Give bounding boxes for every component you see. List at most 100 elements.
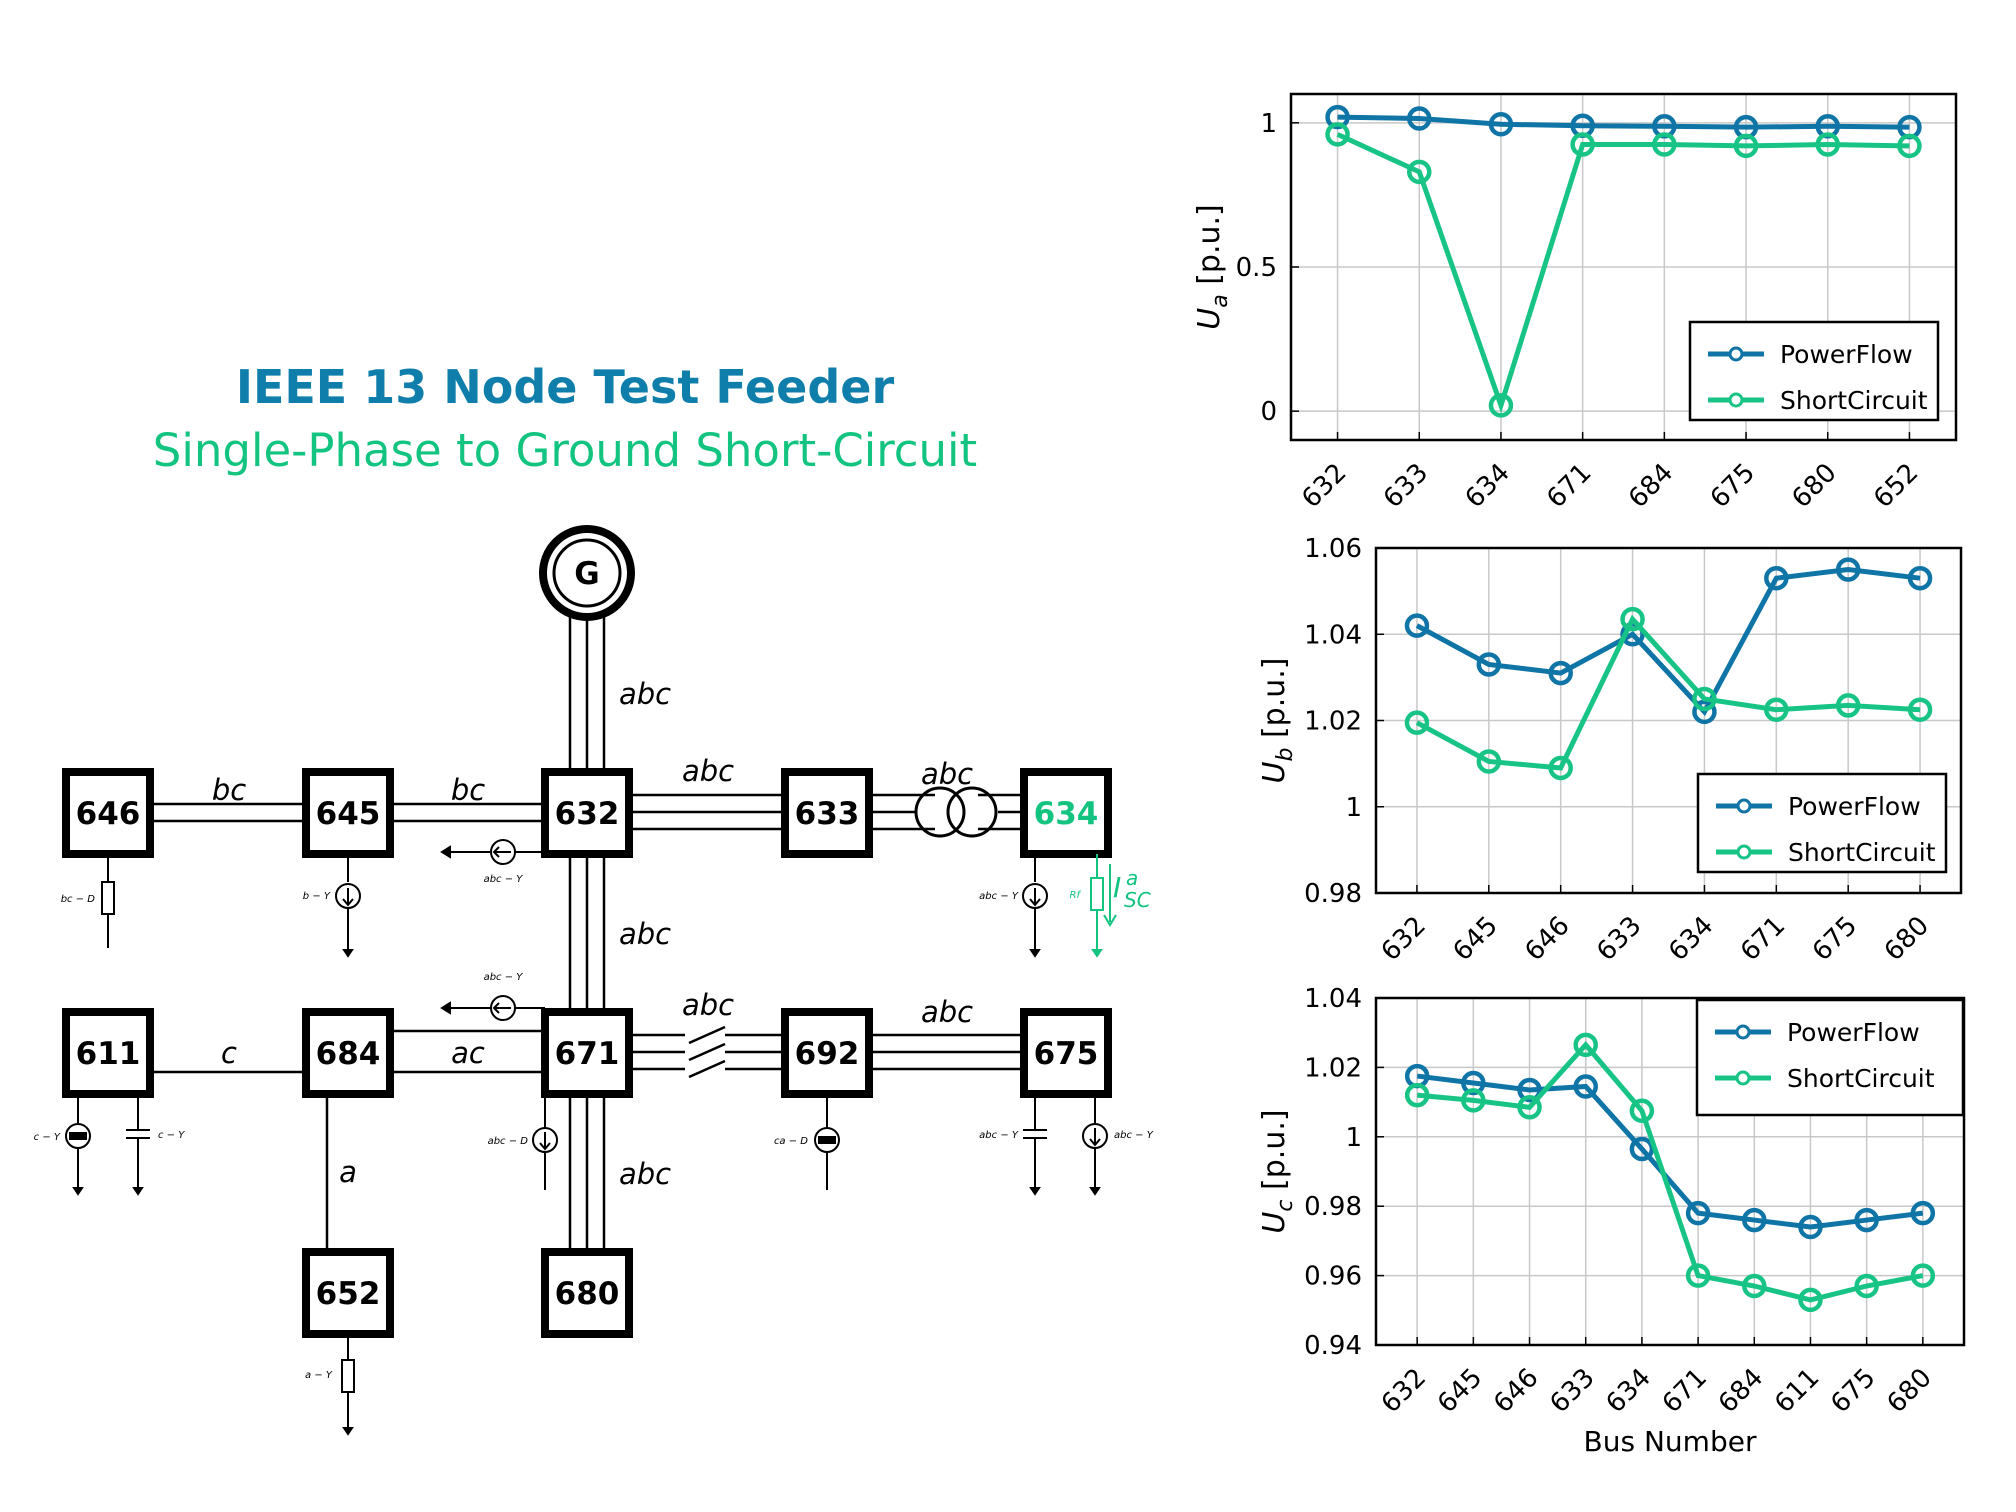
- legend-label: PowerFlow: [1788, 792, 1921, 821]
- bus-680: 680: [541, 1248, 633, 1338]
- y-axis-label: Ub [p.u.]: [1257, 657, 1298, 783]
- data-point: [1404, 1082, 1430, 1108]
- plot-frame: [1374, 996, 1966, 1347]
- data-point: [1815, 132, 1840, 157]
- y-tick-label: 1.04: [1304, 984, 1362, 1014]
- series-line-ShortCircuit: [1416, 1041, 1924, 1303]
- x-tick-label: 680: [1879, 911, 1935, 967]
- y-tick-label: 0.94: [1304, 1331, 1362, 1361]
- page-title: IEEE 13 Node Test Feeder: [235, 360, 895, 414]
- data-point: [1573, 1032, 1598, 1058]
- transformer: [914, 786, 998, 838]
- data-point: [1461, 1088, 1486, 1113]
- svg-text:a: a: [1126, 866, 1138, 890]
- x-tick-label: 645: [1432, 1363, 1488, 1419]
- svg-text:abc − D: abc − D: [488, 1136, 529, 1147]
- data-point: [1854, 1207, 1879, 1233]
- bus-684: 684: [302, 1008, 394, 1098]
- x-tick-label: 633: [1544, 1363, 1600, 1419]
- svg-text:671: 671: [555, 1036, 620, 1072]
- x-tick-label: 675: [1807, 911, 1863, 967]
- x-tick-label: 633: [1591, 911, 1647, 967]
- svg-text:675: 675: [1034, 1036, 1099, 1072]
- svg-text:abc − Y: abc − Y: [484, 972, 524, 983]
- svg-text:abc: abc: [619, 917, 671, 951]
- data-point: [1517, 1077, 1542, 1103]
- x-tick-label: 684: [1623, 458, 1679, 514]
- svg-text:c − Y: c − Y: [34, 1132, 61, 1143]
- x-tick-label: 632: [1376, 911, 1432, 967]
- svg-text:abc: abc: [921, 995, 973, 1029]
- x-tick-label: 633: [1378, 458, 1434, 514]
- page-subtitle: Single-Phase to Ground Short-Circuit: [152, 424, 978, 477]
- y-tick-label: 0.96: [1304, 1262, 1362, 1292]
- y-axis-label: Ua [p.u.]: [1192, 204, 1233, 330]
- feeder-lines: [150, 617, 1024, 1248]
- data-point: [1573, 1074, 1598, 1099]
- data-point: [1685, 1263, 1711, 1288]
- bus-611: 611: [62, 1008, 154, 1098]
- data-point: [1325, 104, 1350, 130]
- data-point: [1692, 686, 1717, 712]
- bus-634-faulted: 634: [1020, 768, 1112, 858]
- data-point: [1835, 693, 1861, 718]
- svg-text:bc: bc: [212, 773, 246, 807]
- svg-text:ca − D: ca − D: [774, 1136, 808, 1147]
- data-point: [1548, 755, 1573, 781]
- fault-current-label: I a SC: [1113, 866, 1151, 912]
- svg-text:692: 692: [795, 1036, 860, 1072]
- bus-675: 675: [1020, 1008, 1112, 1098]
- svg-text:633: 633: [795, 796, 860, 832]
- data-point: [1910, 1263, 1936, 1288]
- y-tick-label: 1: [1345, 1123, 1362, 1153]
- data-point: [1835, 557, 1861, 582]
- svg-text:a: a: [339, 1155, 357, 1189]
- data-point: [1476, 749, 1502, 774]
- svg-text:c − Y: c − Y: [158, 1130, 185, 1141]
- y-tick-label: 1.06: [1304, 534, 1362, 564]
- svg-text:c: c: [221, 1036, 237, 1070]
- generator: G: [539, 525, 635, 621]
- series-line-PowerFlow: [1416, 1073, 1924, 1230]
- data-point: [1742, 1273, 1767, 1299]
- svg-text:611: 611: [76, 1036, 141, 1072]
- data-point: [1629, 1098, 1655, 1124]
- y-tick-label: 1.02: [1304, 1053, 1362, 1083]
- svg-text:I: I: [1113, 871, 1121, 904]
- x-tick-label: 680: [1881, 1363, 1937, 1419]
- svg-text:b − Y: b − Y: [303, 891, 331, 902]
- plot-frame: [1374, 546, 1963, 895]
- load-labels: bc − D b − Y abc − Y abc − Y abc − Y c −…: [34, 874, 1154, 1381]
- x-tick-label: 680: [1786, 458, 1842, 514]
- legend-label: ShortCircuit: [1780, 386, 1928, 415]
- y-tick-label: 0.98: [1304, 879, 1362, 909]
- x-tick-label: 675: [1825, 1363, 1881, 1419]
- legend-label: ShortCircuit: [1787, 1064, 1935, 1093]
- svg-text:646: 646: [76, 796, 141, 832]
- x-axis-label: Bus Number: [1584, 1425, 1757, 1458]
- line-labels: bc bc abc abc abc abc abc c ac abc abc a: [212, 677, 973, 1191]
- x-tick-label: 675: [1705, 458, 1761, 514]
- data-point: [1325, 122, 1350, 147]
- x-tick-label: 684: [1713, 1363, 1769, 1419]
- x-tick-label: 671: [1541, 458, 1597, 514]
- data-point: [1407, 106, 1432, 131]
- x-tick-label: 646: [1519, 911, 1575, 967]
- data-point: [1764, 565, 1789, 591]
- x-tick-label: 634: [1601, 1363, 1657, 1419]
- y-tick-label: 0.5: [1236, 253, 1277, 283]
- data-point: [1733, 133, 1759, 159]
- legend-label: PowerFlow: [1787, 1018, 1920, 1047]
- data-point: [1854, 1273, 1879, 1299]
- y-axis-label: Uc [p.u.]: [1257, 1109, 1298, 1233]
- data-point: [1620, 606, 1645, 632]
- series-line-ShortCircuit: [1415, 614, 1921, 771]
- svg-text:ac: ac: [451, 1036, 485, 1070]
- svg-text:abc: abc: [921, 757, 973, 791]
- data-point: [1798, 1214, 1823, 1240]
- series-line-ShortCircuit: [1336, 132, 1910, 414]
- data-point: [1907, 565, 1933, 591]
